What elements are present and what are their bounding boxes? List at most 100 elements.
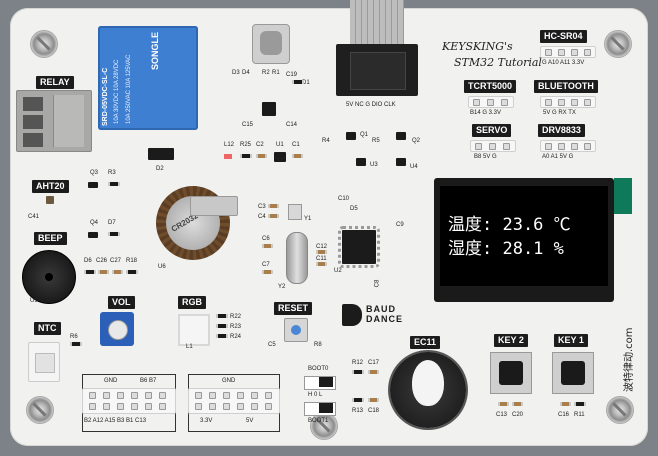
bluetooth-pinout: 5V G RX TX: [543, 110, 576, 116]
c18-label: C18: [368, 408, 380, 414]
u6-label: U6: [158, 264, 166, 270]
drv8833-header[interactable]: [540, 140, 596, 152]
q3-label: Q3: [90, 170, 99, 176]
c11-label: C11: [316, 256, 327, 262]
left-header-gnd: GND: [104, 378, 118, 384]
q1-label: Q1: [360, 132, 369, 138]
q4-part: [88, 232, 98, 238]
r6-label: R6: [70, 334, 78, 340]
potentiometer[interactable]: [100, 312, 134, 346]
c12-part: [316, 250, 327, 254]
drv8833-pinout: A0 A1 5V G: [542, 154, 574, 160]
r23-part: [216, 324, 228, 328]
oled-flex-tab: [614, 178, 632, 214]
boot0-jumper[interactable]: [304, 376, 336, 390]
d4-label: D4: [242, 70, 250, 76]
c6-part: [262, 244, 273, 248]
mounting-hole-top-right: [604, 30, 632, 58]
c20-part: [512, 402, 523, 406]
oled-screen: 温度: 23.6 ℃ 湿度: 28.1 %: [440, 186, 608, 286]
bluetooth-header[interactable]: [540, 96, 596, 108]
boot0-label: BOOT0: [308, 366, 329, 372]
r12-label: R12: [352, 360, 364, 366]
key1-button[interactable]: [552, 352, 594, 394]
usb-c-port[interactable]: [252, 24, 290, 64]
key1-label: KEY 1: [554, 334, 588, 347]
c17-label: C17: [368, 360, 380, 366]
battery-clip: [190, 196, 238, 216]
r24-part: [216, 334, 228, 338]
r18-part: [126, 270, 138, 274]
right-header-5v: 5V: [246, 418, 254, 424]
c17-part: [368, 370, 379, 374]
hcsr04-header[interactable]: [540, 46, 596, 58]
ntc-connector[interactable]: [28, 342, 60, 382]
crystal-y1: [288, 204, 302, 220]
d6-part: [84, 270, 96, 274]
q2-label: Q2: [412, 138, 421, 144]
c4-label: C4: [258, 214, 266, 220]
reset-button[interactable]: [284, 318, 308, 342]
r8-label: R8: [314, 342, 322, 348]
c7-part: [262, 270, 273, 274]
d2-diode: [148, 148, 174, 160]
c3-part: [268, 204, 279, 208]
r13-label: R13: [352, 408, 364, 414]
u3-part: [356, 158, 366, 166]
u2-label: U2: [334, 268, 342, 274]
d7-part: [108, 232, 120, 236]
u3-label: U3: [370, 162, 378, 168]
usb-ic: [262, 102, 276, 116]
mounting-hole-bottom-right: [606, 396, 634, 424]
beep-label: BEEP: [34, 232, 67, 245]
servo-header[interactable]: [470, 140, 516, 152]
r25-part: [240, 154, 252, 158]
key2-button[interactable]: [490, 352, 532, 394]
boot1-jumper[interactable]: [304, 402, 336, 416]
ec11-label: EC11: [410, 336, 441, 349]
l12-label: L12: [224, 142, 235, 148]
left-pin-header[interactable]: [82, 388, 176, 414]
baud-dance-logo-icon: [342, 304, 362, 326]
r18-label: R18: [126, 258, 138, 264]
relay-rating-2: 10A 30VDC 10A 28VDC: [114, 59, 120, 124]
c13-label: C13: [496, 412, 508, 418]
relay-rating-1: 10A 250VAC 10A 125VAC: [126, 54, 132, 125]
c18-part: [368, 398, 379, 402]
r22-part: [216, 314, 228, 318]
d7-label: D7: [108, 220, 116, 226]
led-l12: [224, 154, 232, 159]
left-header-bottom-pins: B2 A12 A15 B3 B1 C13: [84, 418, 147, 424]
servo-pinout: B8 5V G: [474, 154, 497, 160]
left-header-b6b7: B6 B7: [140, 378, 157, 384]
r11-label: R11: [574, 412, 585, 418]
u4-part: [396, 158, 406, 166]
c20-label: C20: [512, 412, 524, 418]
l1-label: L1: [186, 344, 193, 350]
c19-label: C19: [286, 72, 298, 78]
tcrt5000-header[interactable]: [468, 96, 514, 108]
r4-label: R4: [322, 138, 330, 144]
swd-header[interactable]: [336, 44, 418, 96]
relay: SONGLE 10A 250VAC 10A 125VAC 10A 30VDC 1…: [98, 26, 198, 130]
relay-terminal-block[interactable]: [16, 90, 92, 152]
pcb-board: RELAY SONGLE 10A 250VAC 10A 125VAC 10A 3…: [10, 0, 648, 446]
rotary-encoder-knob[interactable]: [390, 352, 466, 428]
right-pin-header[interactable]: [188, 388, 280, 414]
crystal-y2: [286, 232, 308, 284]
tcrt5000-pinout: B14 G 3.3V: [470, 110, 502, 116]
q4-label: Q4: [90, 220, 99, 226]
c15-label: C15: [242, 122, 254, 128]
c1-label: C1: [292, 142, 300, 148]
c5-label: C5: [268, 342, 276, 348]
c6-label: C6: [262, 236, 270, 242]
c14-label: C14: [286, 122, 298, 128]
buzzer: [22, 250, 76, 304]
c4-part: [268, 214, 279, 218]
rgb-led: [178, 314, 210, 346]
c8-label: C8: [374, 279, 381, 288]
hcsr04-label: HC-SR04: [540, 30, 587, 43]
c11-part: [316, 262, 327, 266]
c26-part: [98, 270, 109, 274]
c27-part: [112, 270, 123, 274]
